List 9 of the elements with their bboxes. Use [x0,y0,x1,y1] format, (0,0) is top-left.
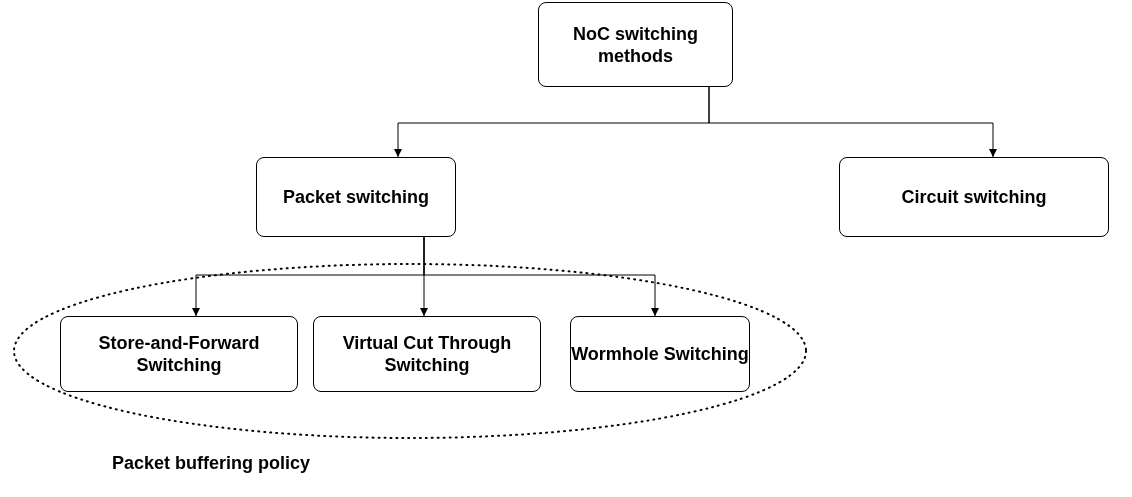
process-box: NoC switching methods [538,2,733,87]
arrow [708,86,997,158]
process-box: Packet switching [256,157,456,237]
arrow [423,236,659,317]
process-box: Wormhole Switching [570,316,750,392]
process-box: Circuit switching [839,157,1109,237]
process-box: Virtual Cut Through Switching [313,316,541,392]
group-caption: Packet buffering policy [112,452,311,475]
process-box: Store-and-Forward Switching [60,316,298,392]
